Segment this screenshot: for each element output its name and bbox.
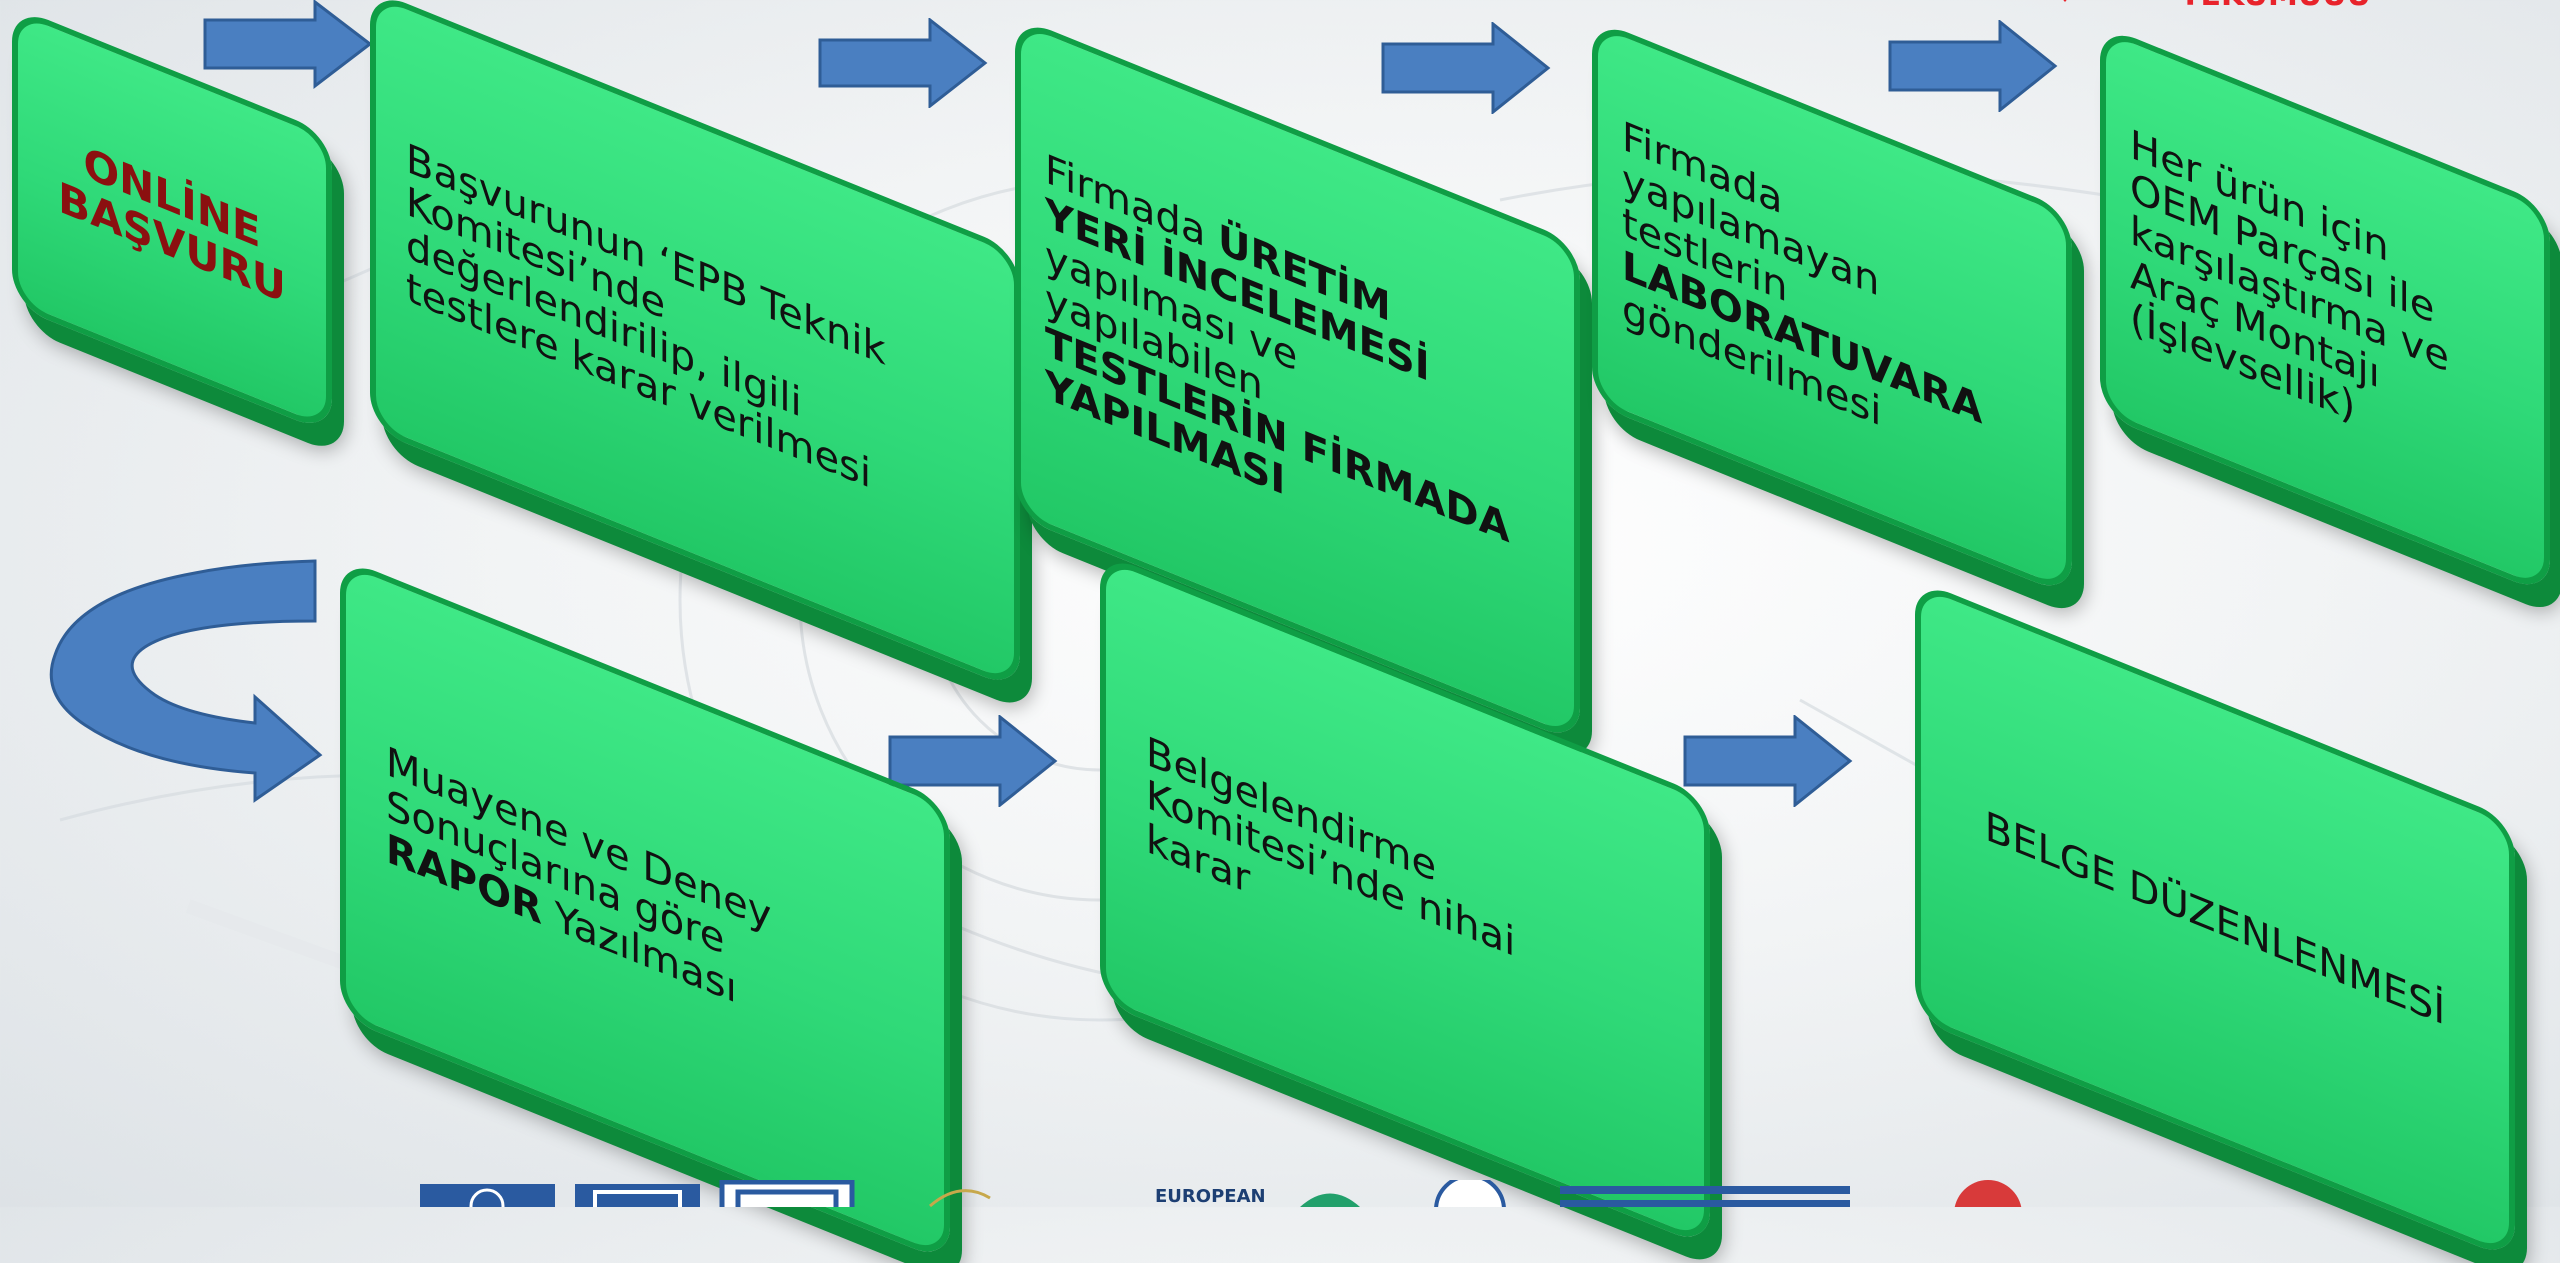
- curved-arrow-icon: [49, 559, 323, 803]
- european-logo: EUROPEAN: [1155, 1186, 1360, 1207]
- step-report: Muayene ve Deney Sonuçlarına göre RAPOR …: [340, 556, 950, 1263]
- un-logo: [420, 1184, 555, 1207]
- step-text-segment: ONLİNE BAŞVURU: [58, 136, 286, 314]
- arrow-right-icon: [1381, 22, 1551, 114]
- step-text: ONLİNE BAŞVURU: [38, 121, 306, 320]
- step-text: Başvurunun ‘EPB Teknik Komitesi’nde değe…: [406, 134, 984, 543]
- step-text: Firmada yapılamayan testlerin LABORATUVA…: [1622, 113, 2042, 501]
- arrow-right-icon: [888, 715, 1058, 807]
- process-flow-diagram: ONLİNE BAŞVURU Başvurunun ‘EPB Teknik Ko…: [12, 0, 2550, 1263]
- cevre-logo: [1560, 1186, 1850, 1207]
- red-seal-logo: [1954, 1180, 2022, 1207]
- ece-logo: [719, 1180, 855, 1207]
- step-text: Belgelendirme Komitesi’nde nihai karar: [1146, 728, 1664, 1070]
- seal-logo: [1434, 1180, 1506, 1207]
- step-text-segment: Başvurunun ‘EPB Teknik Komitesi’nde değe…: [406, 134, 886, 499]
- step-oem-comparison: Her ürün için OEM Parçası ile karşılaştı…: [2100, 24, 2550, 596]
- step-text: Her ürün için OEM Parçası ile karşılaştı…: [2130, 121, 2520, 497]
- step-text-segment: BELGE DÜZENLENMESİ: [1984, 803, 2446, 1036]
- step-text: Firmada ÜRETİM YERİ İNCELEMESİ yapılması…: [1045, 146, 1550, 611]
- step-text-segment: Her ürün için OEM Parçası ile karşılaştı…: [2130, 121, 2449, 431]
- arrow-right-icon: [818, 18, 988, 108]
- step-text: BELGE DÜZENLENMESİ: [1951, 792, 2479, 1049]
- footer-logos: EUROPEAN: [0, 1180, 2560, 1207]
- step-certificate-issuance: BELGE DÜZENLENMESİ: [1915, 578, 2515, 1262]
- logo-strip: EUROPEAN: [420, 1180, 2022, 1207]
- step-text: Muayene ve Deney Sonuçlarına göre RAPOR …: [386, 739, 904, 1080]
- step-text-segment: Belgelendirme Komitesi’nde nihai karar: [1146, 728, 1516, 967]
- corner-label: TEKUMUUU: [2180, 0, 2371, 13]
- arrow-right-icon: [1683, 715, 1853, 807]
- arrow-right-icon: [1888, 20, 2058, 112]
- arrow-right-icon: [203, 0, 373, 90]
- svg-text:EUROPEAN: EUROPEAN: [1155, 1186, 1266, 1207]
- corner-marker-icon: [2063, 0, 2067, 2]
- iso-logo: [575, 1184, 700, 1207]
- wave-logo: [929, 1189, 991, 1207]
